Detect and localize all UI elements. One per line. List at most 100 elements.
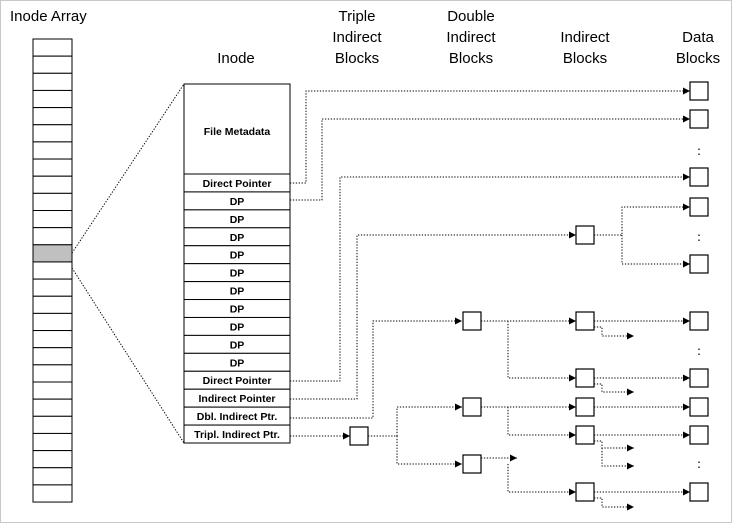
indirect-block [575, 397, 595, 417]
inode-array-entry [32, 278, 73, 297]
indirect-pointer-row: Indirect Pointer [183, 388, 291, 408]
connector-ind-a2-more [594, 383, 634, 396]
inode-array-entry [32, 398, 73, 417]
inode-array-entry [32, 381, 73, 400]
double-indirect-block [462, 311, 482, 331]
inode-array-entry [32, 295, 73, 314]
inode-array [32, 38, 73, 503]
connector-dbl-indirect [290, 317, 462, 419]
dp-row-label: DP [230, 232, 245, 244]
data-block [689, 81, 709, 101]
pointer-connectors [290, 87, 690, 511]
inode-array-entry [32, 484, 73, 503]
inode-array-entry [32, 175, 73, 194]
direct-pointer-row: Direct Pointer [183, 370, 291, 390]
file-metadata-label: File Metadata [204, 126, 271, 138]
connector-indirect [290, 231, 576, 400]
data-ellipsis: : [697, 457, 701, 471]
connector-triple-dbl-c [396, 436, 462, 468]
triple-indirect-header-line3: Blocks [335, 50, 379, 67]
connector-triple-dbl-b [368, 403, 462, 437]
connector-indirect-data-1 [594, 203, 690, 236]
direct-pointer-row: Direct Pointer [183, 173, 291, 193]
dp-row: DP [183, 191, 291, 211]
inode-array-entry [32, 141, 73, 160]
connector-ind-a1-more [594, 326, 634, 340]
indirect-block [575, 425, 595, 445]
dp-row-label: DP [230, 196, 245, 208]
triple-indirect-header-line2: Indirect [332, 29, 382, 46]
inode-array-entry [32, 158, 73, 177]
inode-array-selected-entry [32, 244, 73, 263]
data-block [689, 482, 709, 502]
data-block [689, 397, 709, 417]
indirect-pointer-row-label: Indirect Pointer [198, 393, 275, 405]
inode-array-entry [32, 347, 73, 366]
double-indirect-header-line1: Double [447, 8, 495, 25]
data-header-line2: Blocks [676, 50, 720, 67]
dp-row-label: DP [230, 268, 245, 280]
triple-indirect-block [349, 426, 369, 446]
double-indirect-header-line2: Indirect [446, 29, 496, 46]
data-block [689, 368, 709, 388]
connector-ind-b2-more-1 [594, 440, 634, 452]
data-ellipsis: : [697, 344, 701, 358]
zoom-line-top [71, 83, 185, 254]
inode-array-entry [32, 210, 73, 229]
inode-array-entry [32, 89, 73, 109]
direct-pointer-row-label: Direct Pointer [203, 178, 272, 190]
connector-ind-b2-more-2 [601, 448, 634, 470]
dp-row: DP [183, 209, 291, 229]
tripl-indirect-ptr-row: Tripl. Indirect Ptr. [183, 424, 291, 444]
data-block [689, 197, 709, 217]
inode-array-entry [32, 312, 73, 332]
connector-ind-c1-more [594, 497, 634, 511]
triple-indirect-header-line1: Triple [339, 8, 376, 25]
dp-row: DP [183, 299, 291, 318]
dp-row: DP [183, 334, 291, 354]
dp-row-label: DP [230, 339, 245, 351]
inode-array-entry [32, 192, 73, 212]
connector-indirect-data-2 [621, 235, 690, 268]
inode-array-entry [32, 467, 73, 486]
inode-array-entry [32, 450, 73, 469]
indirect-block [575, 311, 595, 331]
indirect-block [575, 225, 595, 245]
dp-row-label: DP [230, 321, 245, 333]
dbl-indirect-ptr-row: Dbl. Indirect Ptr. [183, 406, 291, 426]
inode-array-entry [32, 124, 73, 143]
dp-row-label: DP [230, 286, 245, 298]
connector-direct-last [290, 173, 690, 382]
inode-array-entry [32, 415, 73, 434]
dp-row-label: DP [230, 250, 245, 262]
data-block [689, 109, 709, 129]
inode: File Metadata Direct PointerDPDPDPDPDPDP… [183, 83, 291, 444]
inode-array-entry [32, 107, 73, 126]
zoom-line-bottom [71, 267, 185, 444]
dp-row: DP [183, 227, 291, 247]
connector-dbl-b-ind-2 [507, 407, 576, 439]
inode-array-entry [32, 330, 73, 349]
connector-direct-1 [290, 87, 690, 184]
double-indirect-header-line3: Blocks [449, 50, 493, 67]
data-block [689, 311, 709, 331]
tripl-indirect-ptr-row-label: Tripl. Indirect Ptr. [194, 429, 280, 441]
direct-pointer-row-label: Direct Pointer [203, 375, 272, 387]
indirect-header-line2: Blocks [563, 50, 607, 67]
inode-array-entry [32, 432, 73, 452]
indirect-block [575, 368, 595, 388]
data-header-line1: Data [682, 29, 714, 46]
inode-array-entry [32, 72, 73, 91]
inode-array-entry [32, 227, 73, 246]
connector-dbl-a-ind-2 [507, 321, 576, 382]
double-indirect-block [462, 397, 482, 417]
dp-row-label: DP [230, 304, 245, 316]
dp-row: DP [183, 263, 291, 283]
connector-dp-2 [290, 115, 690, 201]
dbl-indirect-ptr-row-label: Dbl. Indirect Ptr. [197, 411, 278, 423]
dp-row: DP [183, 281, 291, 301]
inode-array-entry [32, 55, 73, 74]
dp-row-label: DP [230, 357, 245, 369]
data-block [689, 254, 709, 274]
